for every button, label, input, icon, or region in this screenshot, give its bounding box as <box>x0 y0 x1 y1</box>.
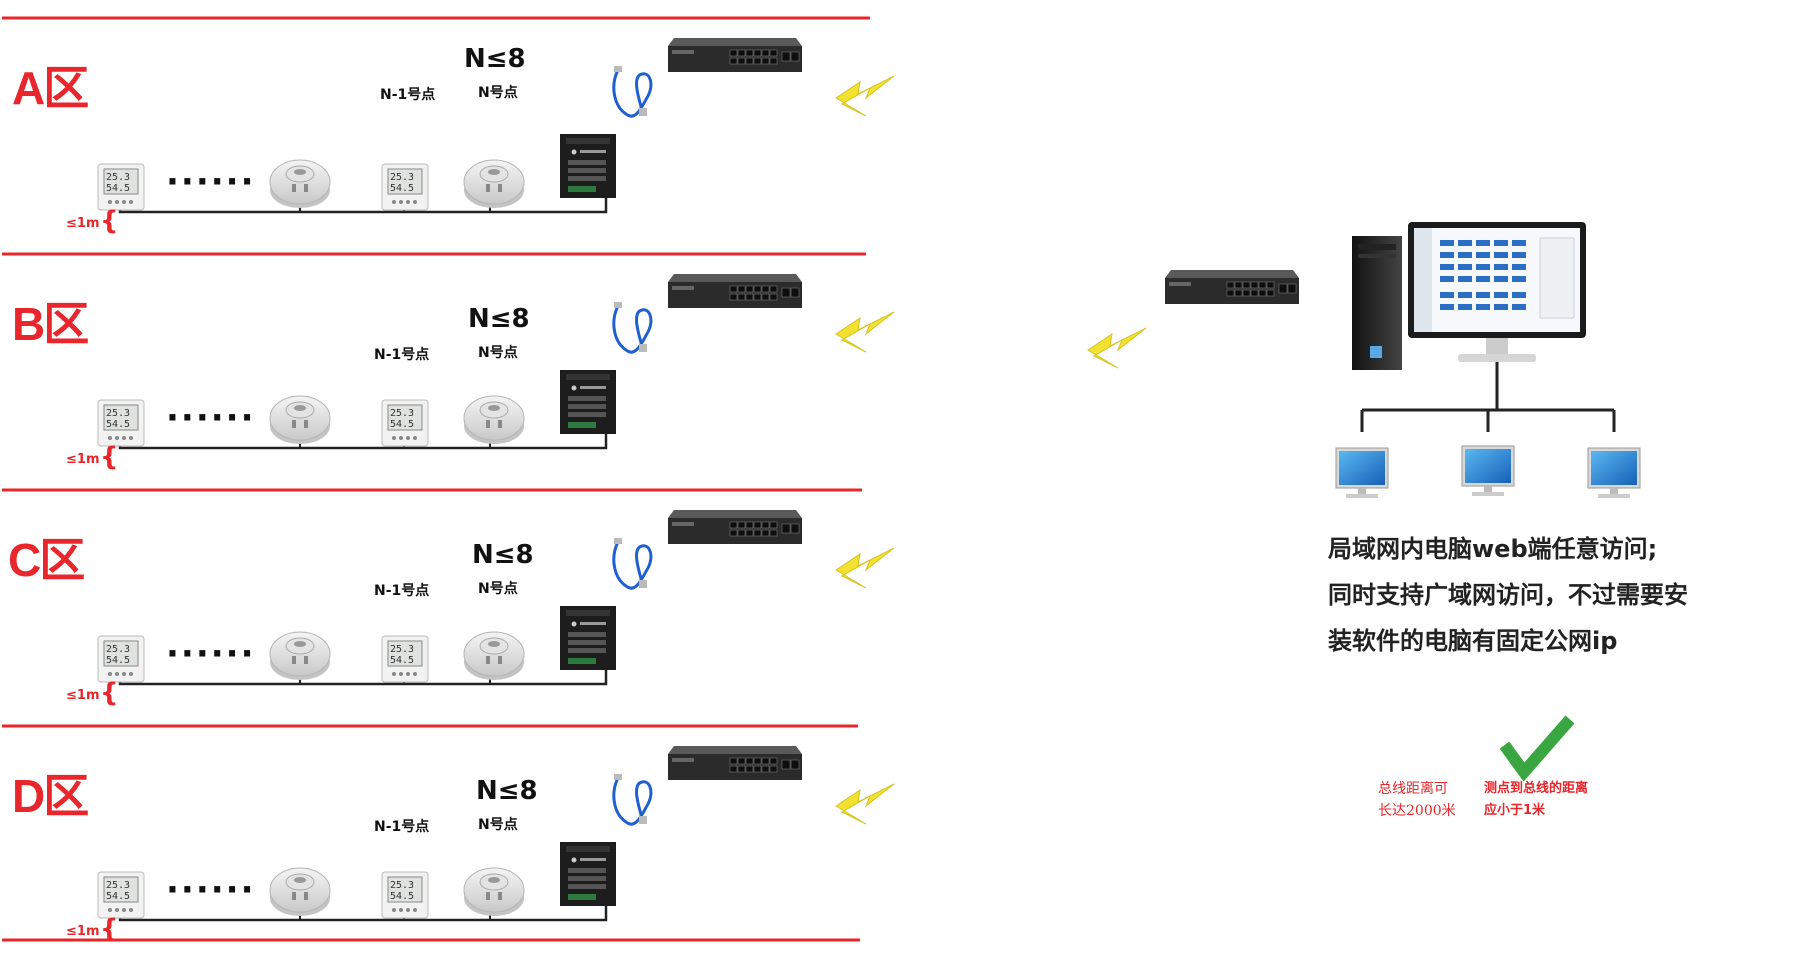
max-points-label: N≤8 <box>476 776 538 806</box>
check-icon <box>1499 715 1575 782</box>
zone-3-group <box>2 724 895 942</box>
client-monitor-2 <box>1461 445 1515 497</box>
distance-brace: { <box>100 914 119 944</box>
data-collector <box>560 370 616 434</box>
data-collector <box>560 842 616 906</box>
temp-humidity-sensor <box>97 399 145 447</box>
data-collector <box>560 134 616 198</box>
smoke-detector <box>269 867 331 917</box>
zone-label: C区 <box>8 534 85 586</box>
max-points-label: N≤8 <box>468 304 530 334</box>
point-note-line-1: 测点到总线的距离 <box>1484 781 1589 796</box>
server-monitor <box>1408 222 1586 362</box>
client-monitor-3 <box>1587 447 1641 499</box>
network-cable <box>612 772 653 826</box>
temp-humidity-sensor <box>97 871 145 919</box>
lightning-icon <box>835 311 895 353</box>
point-n-minus-1-label: N-1号点 <box>374 583 430 599</box>
zone-0-group <box>2 16 895 214</box>
main-switch <box>1164 269 1300 305</box>
zone-switch <box>667 745 803 781</box>
bus-note-line-2: 长达2000米 <box>1378 803 1456 819</box>
smoke-detector <box>269 159 331 209</box>
smoke-detector <box>269 395 331 445</box>
smoke-detector <box>269 631 331 681</box>
zone-1-group <box>2 252 895 450</box>
point-n-minus-1-label: N-1号点 <box>374 819 430 835</box>
data-collector <box>560 606 616 670</box>
point-n-label: N号点 <box>478 85 518 101</box>
distance-brace: { <box>100 678 119 708</box>
bus-note-line-1: 总线距离可 <box>1378 781 1448 797</box>
zone-2-group <box>2 488 895 686</box>
temp-humidity-sensor-n-1 <box>381 163 429 211</box>
lightning-icon <box>835 783 895 825</box>
point-note-line-2: 应小于1米 <box>1484 803 1546 818</box>
network-cable <box>612 300 653 354</box>
access-line-3: 装软件的电脑有固定公网ip <box>1328 627 1618 655</box>
access-line-1: 局域网内电脑web端任意访问; <box>1328 535 1658 563</box>
distance-label: ≤1m <box>66 216 100 231</box>
zone-label: A区 <box>12 62 89 114</box>
max-points-label: N≤8 <box>464 44 526 74</box>
distance-label: ≤1m <box>66 452 100 467</box>
client-monitor-1 <box>1335 447 1389 499</box>
zone-switch <box>667 509 803 545</box>
lan-tree <box>1360 362 1616 432</box>
temp-humidity-sensor <box>97 163 145 211</box>
network-cable <box>612 64 653 118</box>
smoke-detector-n <box>463 631 525 681</box>
point-n-label: N号点 <box>478 581 518 597</box>
distance-label: ≤1m <box>66 688 100 703</box>
point-n-label: N号点 <box>478 345 518 361</box>
access-line-2: 同时支持广域网访问，不过需要安 <box>1328 581 1688 609</box>
distance-brace: { <box>100 442 119 472</box>
zone-switch <box>667 37 803 73</box>
distance-brace: { <box>100 206 119 236</box>
zone-label: B区 <box>12 298 89 350</box>
smoke-detector-n <box>463 867 525 917</box>
temp-humidity-sensor-n-1 <box>381 399 429 447</box>
temp-humidity-sensor-n-1 <box>381 871 429 919</box>
network-cable <box>612 536 653 590</box>
access-description: 局域网内电脑web端任意访问; 同时支持广域网访问，不过需要安 装软件的电脑有固… <box>1328 526 1688 664</box>
ellipsis-dots: ······ <box>166 634 256 674</box>
point-distance-note: 测点到总线的距离 应小于1米 <box>1484 778 1588 822</box>
ellipsis-dots: ······ <box>166 162 256 202</box>
zone-label: D区 <box>12 770 89 822</box>
point-n-minus-1-label: N-1号点 <box>374 347 430 363</box>
max-points-label: N≤8 <box>472 540 534 570</box>
ellipsis-dots: ······ <box>166 870 256 910</box>
smoke-detector-n <box>463 159 525 209</box>
lightning-icon <box>835 75 895 117</box>
ellipsis-dots: ······ <box>166 398 256 438</box>
lightning-icon <box>835 547 895 589</box>
lightning-icon <box>1087 327 1147 369</box>
server-tower <box>1352 236 1402 370</box>
bus-distance-note: 总线距离可 长达2000米 <box>1378 778 1456 822</box>
zone-switch <box>667 273 803 309</box>
point-n-minus-1-label: N-1号点 <box>380 87 436 103</box>
distance-label: ≤1m <box>66 924 100 939</box>
smoke-detector-n <box>463 395 525 445</box>
temp-humidity-sensor-n-1 <box>381 635 429 683</box>
point-n-label: N号点 <box>478 817 518 833</box>
temp-humidity-sensor <box>97 635 145 683</box>
